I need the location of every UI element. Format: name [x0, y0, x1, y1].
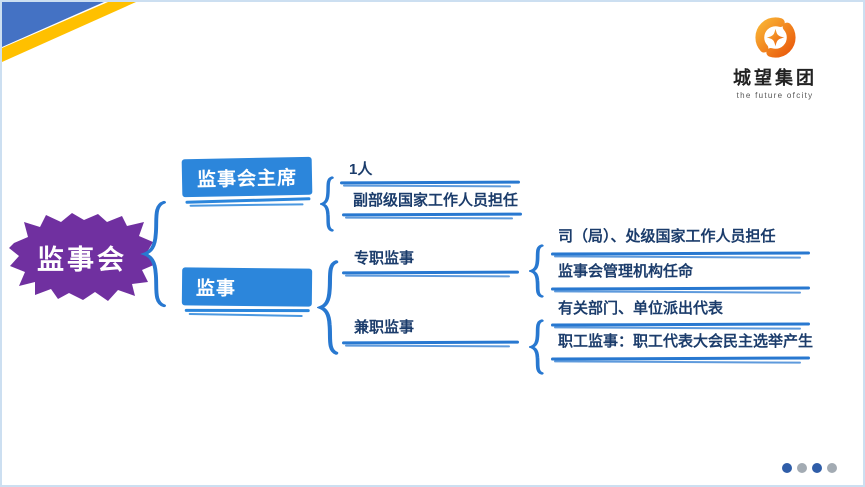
starburst-icon: [9, 213, 156, 301]
company-tagline: the future ofcity: [736, 91, 814, 100]
root-label: 监事会: [37, 244, 127, 275]
company-name: 城望集团: [733, 68, 817, 88]
brace-icon: [529, 244, 545, 298]
underline: [340, 181, 520, 189]
underline: [342, 213, 522, 221]
fulltime-item-appointment: 监事会管理机构任命: [558, 263, 694, 280]
root-node: 监事会: [6, 211, 158, 303]
parttime-item-representatives: 有关部门、单位派出代表: [558, 300, 724, 317]
branch-fulltime-label: 专职监事: [354, 250, 415, 267]
underline: [551, 323, 810, 331]
chairman-box: 监事会主席: [181, 156, 313, 198]
brace-icon: [140, 199, 170, 309]
supervisor-label: 监事: [195, 277, 237, 300]
fulltime-item-rank: 司（局）、处级国家工作人员担任: [558, 228, 776, 245]
company-logo: 城望集团 the future ofcity: [714, 14, 836, 100]
chairman-item-count: 1人: [349, 161, 373, 178]
pagination: [782, 463, 837, 473]
pagination-dot: [812, 463, 822, 473]
underline: [551, 357, 810, 365]
pagination-dot: [782, 463, 792, 473]
branch-parttime-label: 兼职监事: [354, 319, 415, 336]
chairman-label: 监事会主席: [196, 167, 298, 191]
corner-banner-icon: [2, 2, 136, 62]
underline: [551, 287, 810, 295]
pagination-dot: [827, 463, 837, 473]
underline: [551, 252, 810, 260]
parttime-item-employee: 职工监事：职工代表大会民主选举产生: [558, 333, 814, 350]
underline: [342, 341, 519, 349]
underline: [342, 271, 519, 279]
supervisor-box: 监事: [181, 267, 313, 307]
brace-icon: [320, 176, 335, 232]
pagination-dot: [797, 463, 807, 473]
chairman-item-appointment: 副部级国家工作人员担任: [353, 192, 519, 209]
brace-icon: [529, 319, 545, 375]
brace-icon: [317, 259, 341, 356]
logo-swirl-icon: [754, 17, 796, 58]
